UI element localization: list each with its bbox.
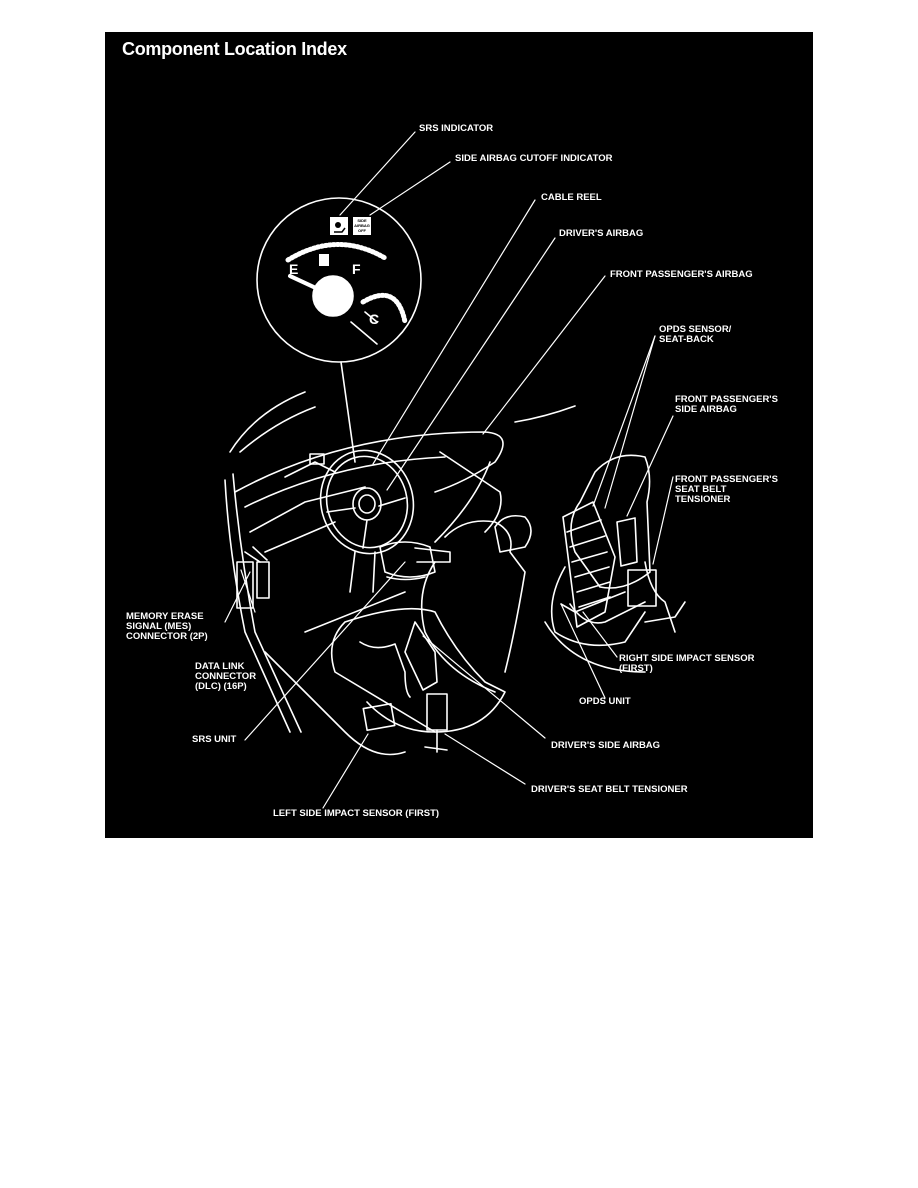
label-opds-sensor-seat-back: OPDS SENSOR/ SEAT-BACK	[659, 324, 732, 345]
label-mes-connector: MEMORY ERASE SIGNAL (MES) CONNECTOR (2P)	[126, 611, 208, 642]
label-right-side-impact-sensor: RIGHT SIDE IMPACT SENSOR (FIRST)	[619, 653, 755, 674]
label-front-passengers-seat-belt-tensioner: FRONT PASSENGER'S SEAT BELT TENSIONER	[675, 474, 778, 505]
gauge-empty-mark: E	[289, 261, 299, 277]
label-opds-unit: OPDS UNIT	[579, 696, 631, 707]
label-drivers-side-airbag: DRIVER'S SIDE AIRBAG	[551, 740, 661, 751]
driver-seat	[330, 520, 526, 733]
label-drivers-seat-belt-tensioner: DRIVER'S SEAT BELT TENSIONER	[531, 784, 688, 795]
gauge-cold-mark: C	[369, 311, 380, 327]
label-front-passengers-airbag: FRONT PASSENGER'S AIRBAG	[610, 269, 753, 280]
gauge-icons	[319, 217, 371, 266]
label-drivers-airbag: DRIVER'S AIRBAG	[559, 228, 644, 239]
diagram-panel: Component Location Index E F C SIDE AIRB…	[105, 32, 813, 838]
leader-lines	[224, 131, 674, 809]
label-front-passengers-side-airbag: FRONT PASSENGER'S SIDE AIRBAG	[675, 394, 778, 415]
label-srs-unit: SRS UNIT	[192, 734, 237, 745]
vehicle-interior-illustration	[224, 131, 686, 809]
page-title: Component Location Index	[122, 39, 347, 59]
label-side-airbag-cutoff-indicator: SIDE AIRBAG CUTOFF INDICATOR	[455, 153, 613, 164]
passenger-seat	[494, 454, 651, 673]
label-left-side-impact-sensor: LEFT SIDE IMPACT SENSOR (FIRST)	[273, 808, 440, 819]
gauge-full-mark: F	[352, 261, 361, 277]
gauge-magnifier	[256, 197, 422, 363]
side-airbag-off-icon: SIDE AIRBAG OFF	[354, 218, 370, 233]
label-cable-reel: CABLE REEL	[541, 192, 602, 203]
label-srs-indicator: SRS INDICATOR	[419, 123, 494, 134]
airbag-person-icon	[335, 222, 341, 228]
label-data-link-connector: DATA LINK CONNECTOR (DLC) (16P)	[195, 661, 257, 692]
fuel-pump-icon	[319, 254, 329, 266]
